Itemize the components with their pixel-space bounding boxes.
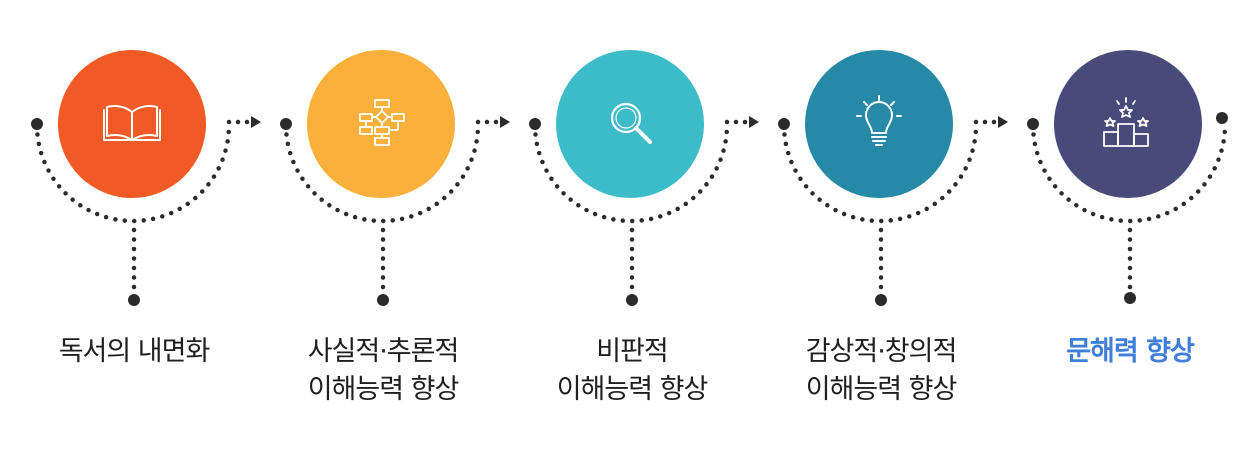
step-5-dotted-arc [1030,122,1228,224]
step-5 [1027,50,1228,304]
step-2-circle [307,50,455,198]
step-1-dotted-arc [34,122,232,224]
step-1-label: 독서의 내면화 [14,333,254,371]
step-1 [31,50,261,306]
step-5-start-dot [1027,118,1039,130]
step-5-label-line-1: 문해력 향상 [1066,336,1195,367]
step-5-right-dot [1216,112,1228,124]
step-5-label: 문해력 향상 [1010,333,1250,371]
step-1-end-dot [128,294,140,306]
step-1-label-line-1: 독서의 내면화 [58,336,211,367]
step-3-circle [556,50,704,198]
step-4-label-line-1: 감상적·창의적 [805,336,958,367]
flowchart-icon [359,99,405,146]
step-4-label-line-2: 이해능력 향상 [805,374,958,405]
step-1-arrowhead [251,116,261,128]
step-5-end-dot [1124,292,1136,304]
step-3 [529,50,759,306]
step-4-arrowhead [998,116,1008,128]
lightbulb-icon [856,95,902,146]
book-icon [103,105,161,141]
step-3-label-line-1: 비판적 [596,336,669,367]
step-4-circle [805,50,953,198]
step-2-dotted-arc [283,122,481,224]
step-2-label-line-2: 이해능력 향상 [307,374,460,405]
step-2-label: 사실적·추론적 이해능력 향상 [263,333,503,409]
step-4-label: 감상적·창의적 이해능력 향상 [761,333,1001,409]
step-2 [280,50,510,306]
podium-stars-icon [1103,97,1149,147]
step-1-start-dot [31,118,43,130]
magnifier-icon [610,102,652,144]
step-4-dotted-arc [781,122,979,224]
step-4 [778,50,1008,306]
step-4-start-dot [778,118,790,130]
step-3-label: 비판적 이해능력 향상 [512,333,752,409]
step-3-end-dot [626,294,638,306]
step-2-label-line-1: 사실적·추론적 [307,336,460,367]
step-3-label-line-2: 이해능력 향상 [556,374,709,405]
step-2-end-dot [377,294,389,306]
step-4-end-dot [875,294,887,306]
step-3-arrowhead [749,116,759,128]
step-2-start-dot [280,118,292,130]
step-3-dotted-arc [532,122,730,224]
step-2-arrowhead [500,116,510,128]
step-3-start-dot [529,118,541,130]
